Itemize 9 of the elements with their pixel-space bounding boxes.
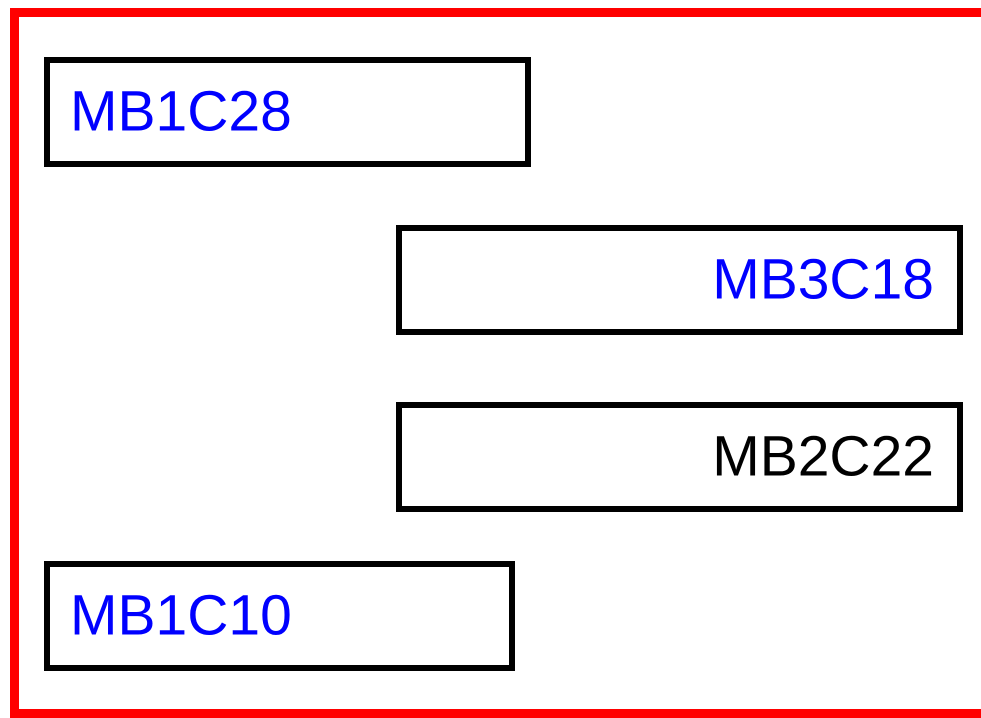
frame-box [10,8,981,718]
box-label: MB3C18 [712,252,934,308]
box-label: MB1C10 [70,588,292,644]
box-label: MB2C22 [712,428,934,486]
label-box [396,225,963,335]
label-box [44,561,515,671]
label-box [44,57,531,167]
label-box [396,402,963,512]
box-label: MB1C28 [70,84,292,140]
